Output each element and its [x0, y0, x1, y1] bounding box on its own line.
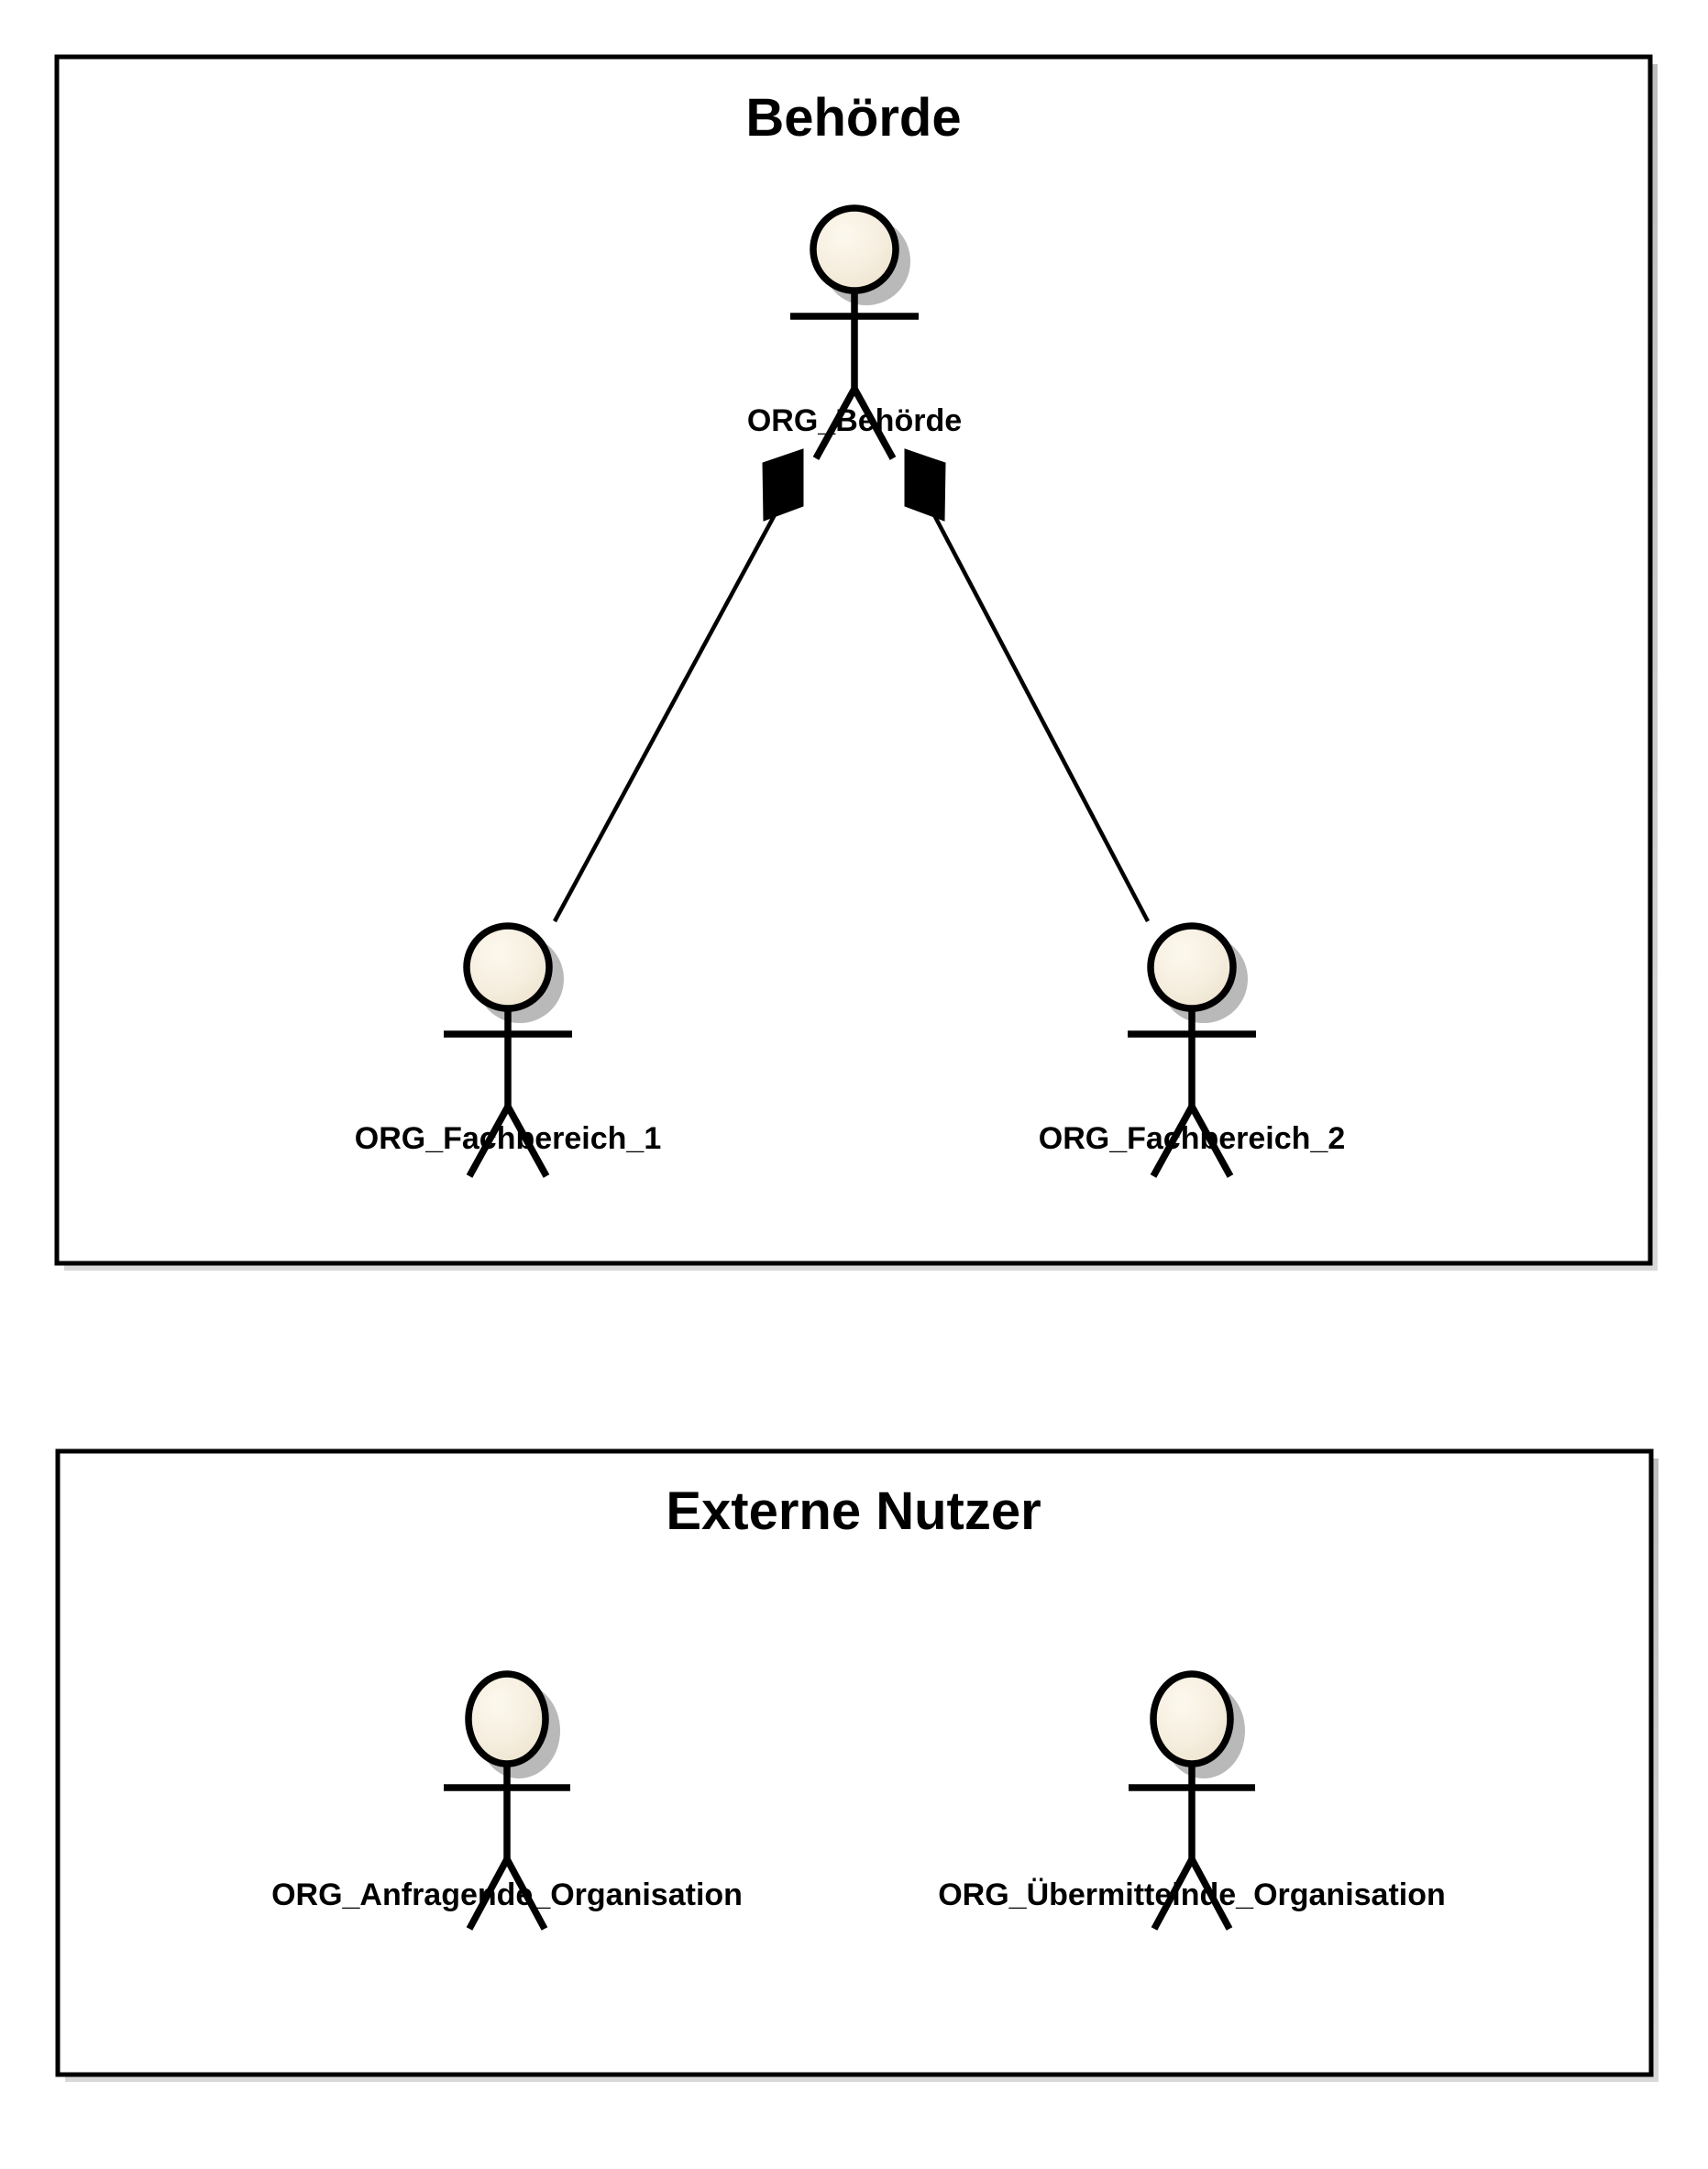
actor-org-anfragende-organisation-head-icon — [465, 1670, 549, 1767]
actor-org-fachbereich-1[interactable]: ORG_Fachbereich_1 — [355, 922, 661, 1178]
composition-link-fachbereich-2 — [930, 508, 1150, 923]
actor-org-fachbereich-1-head-icon — [463, 922, 553, 1012]
actor-org-anfragende-organisation-legs — [466, 1857, 548, 1931]
actor-org-anfragende-organisation-label: ORG_Anfragende_Organisation — [271, 1877, 743, 1912]
actor-org-uebermittelnde-organisation-legs — [1151, 1857, 1233, 1931]
actor-org-behoerde-legs — [812, 387, 897, 460]
panel-externe-nutzer-title: Externe Nutzer — [666, 1481, 1041, 1541]
actor-org-fachbereich-2-label: ORG_Fachbereich_2 — [1039, 1121, 1345, 1156]
actor-org-uebermittelnde-organisation-label: ORG_Übermittelnde_Organisation — [938, 1877, 1446, 1912]
panel-behoerde[interactable]: Behörde ORG_Behörde — [54, 54, 1658, 1271]
actor-org-uebermittelnde-organisation-head-icon — [1150, 1670, 1234, 1767]
actor-org-anfragende-organisation[interactable]: ORG_Anfragende_Organisation — [271, 1670, 743, 1931]
actor-org-fachbereich-1-label: ORG_Fachbereich_1 — [355, 1121, 661, 1156]
actor-org-behoerde-head-icon — [810, 204, 899, 294]
panel-externe-nutzer[interactable]: Externe Nutzer ORG_Anfragende_Organisati… — [55, 1448, 1658, 2082]
composition-diamond-right-icon — [904, 448, 946, 522]
composition-diamond-left-icon — [762, 448, 804, 522]
actor-org-behoerde-label: ORG_Behörde — [747, 403, 962, 438]
panel-behoerde-title: Behörde — [745, 88, 961, 148]
actor-org-behoerde[interactable]: ORG_Behörde — [747, 204, 962, 460]
actor-org-fachbereich-2-legs — [1150, 1105, 1234, 1178]
actor-org-fachbereich-2[interactable]: ORG_Fachbereich_2 — [1039, 922, 1345, 1178]
actor-org-uebermittelnde-organisation[interactable]: ORG_Übermittelnde_Organisation — [938, 1670, 1446, 1931]
actor-org-fachbereich-2-head-icon — [1147, 922, 1237, 1012]
composition-link-fachbereich-1 — [553, 508, 779, 923]
actor-org-fachbereich-1-legs — [466, 1105, 550, 1178]
panel-externe-nutzer-border — [55, 1448, 1654, 2077]
